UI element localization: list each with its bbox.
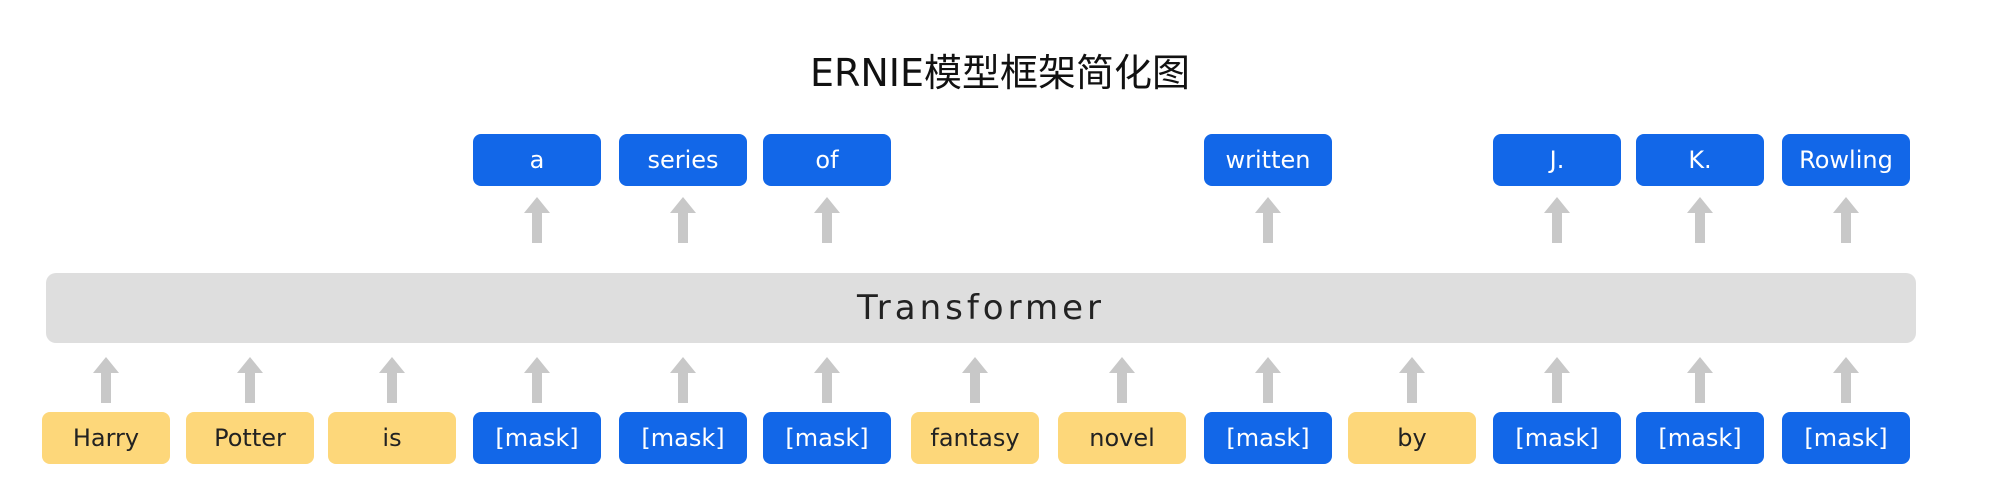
input-token: Potter <box>186 412 314 464</box>
input-token: Harry <box>42 412 170 464</box>
output-predicted-token: Rowling <box>1782 134 1910 186</box>
input-mask-token: [mask] <box>763 412 891 464</box>
output-predicted-token: of <box>763 134 891 186</box>
output-up-arrow-icon <box>1833 197 1859 243</box>
input-mask-token: [mask] <box>1782 412 1910 464</box>
output-predicted-token: series <box>619 134 747 186</box>
output-predicted-token: a <box>473 134 601 186</box>
input-up-arrow-icon <box>670 357 696 403</box>
input-up-arrow-icon <box>1687 357 1713 403</box>
input-up-arrow-icon <box>379 357 405 403</box>
input-up-arrow-icon <box>524 357 550 403</box>
output-up-arrow-icon <box>1255 197 1281 243</box>
output-predicted-token: written <box>1204 134 1332 186</box>
output-predicted-token: K. <box>1636 134 1764 186</box>
input-mask-token: [mask] <box>473 412 601 464</box>
input-up-arrow-icon <box>1109 357 1135 403</box>
input-up-arrow-icon <box>1544 357 1570 403</box>
input-token: is <box>328 412 456 464</box>
input-up-arrow-icon <box>814 357 840 403</box>
input-token: novel <box>1058 412 1186 464</box>
input-up-arrow-icon <box>962 357 988 403</box>
output-up-arrow-icon <box>814 197 840 243</box>
input-up-arrow-icon <box>1255 357 1281 403</box>
input-up-arrow-icon <box>237 357 263 403</box>
diagram-title: ERNIE模型框架简化图 <box>809 51 1191 95</box>
input-token: fantasy <box>911 412 1039 464</box>
transformer-label: Transformer <box>856 288 1106 328</box>
input-up-arrow-icon <box>1833 357 1859 403</box>
input-mask-token: [mask] <box>1204 412 1332 464</box>
output-predicted-token: J. <box>1493 134 1621 186</box>
input-mask-token: [mask] <box>619 412 747 464</box>
transformer-bar: Transformer <box>46 273 1916 343</box>
input-up-arrow-icon <box>93 357 119 403</box>
input-mask-token: [mask] <box>1493 412 1621 464</box>
input-up-arrow-icon <box>1399 357 1425 403</box>
output-up-arrow-icon <box>524 197 550 243</box>
input-mask-token: [mask] <box>1636 412 1764 464</box>
output-up-arrow-icon <box>1544 197 1570 243</box>
input-token: by <box>1348 412 1476 464</box>
output-up-arrow-icon <box>1687 197 1713 243</box>
output-up-arrow-icon <box>670 197 696 243</box>
